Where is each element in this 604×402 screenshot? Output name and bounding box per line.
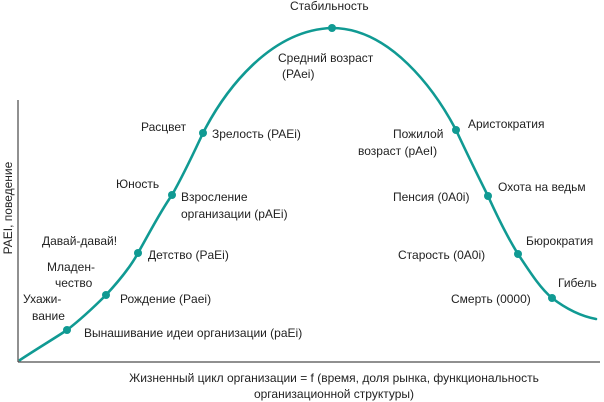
label-growing-up-1: Взросление [181, 190, 248, 204]
point-birth [102, 291, 110, 299]
point-childhood [134, 249, 142, 257]
label-prime: Расцвет [141, 120, 187, 134]
label-death: Смерть (0000) [451, 292, 531, 306]
y-axis-label: PAEI, поведение [1, 161, 15, 254]
label-go-go: Давай-давай! [42, 234, 117, 248]
point-bureaucracy [514, 250, 522, 258]
label-maturity: Зрелость (PAEi) [212, 127, 301, 141]
label-birth: Рождение (Paei) [120, 292, 211, 306]
label-witch-hunt: Охота на ведьм [498, 180, 586, 194]
label-elderly-1: Пожилой [393, 127, 443, 141]
point-growing-up [168, 191, 176, 199]
point-aristocracy [452, 126, 460, 134]
label-old-age: Старость (0A0i) [398, 248, 485, 262]
point-demise [548, 294, 556, 302]
point-witch-hunt [484, 192, 492, 200]
label-childhood: Детство (PaEi) [148, 248, 229, 262]
label-elderly-2: возраст (pAeI) [358, 144, 437, 158]
label-bureaucracy: Бюрократия [526, 234, 593, 248]
point-gestation [63, 326, 71, 334]
point-stability [328, 24, 336, 32]
label-pension: Пенсия (0A0i) [393, 190, 469, 204]
label-infancy-2: чество [55, 276, 93, 290]
x-axis-label-line2: организационной структуры) [254, 387, 414, 401]
label-demise: Гибель [558, 276, 597, 290]
label-gestation: Вынашивание идеи организации (paEi) [84, 326, 302, 340]
label-middle-age-2: (PAei) [282, 67, 314, 81]
point-maturity [199, 129, 207, 137]
label-aristocracy: Аристократия [468, 117, 544, 131]
label-stability: Стабильность [290, 0, 369, 13]
label-middle-age-1: Средний возраст [278, 51, 374, 65]
label-infancy-1: Младен- [47, 260, 95, 274]
label-courtship-1: Ухажи- [23, 292, 61, 306]
label-youth: Юность [116, 177, 159, 191]
x-axis-label-line1: Жизненный цикл организации = f (время, д… [129, 371, 539, 385]
label-growing-up-2: организации (pAEi) [181, 207, 288, 221]
label-courtship-2: вание [32, 309, 65, 323]
